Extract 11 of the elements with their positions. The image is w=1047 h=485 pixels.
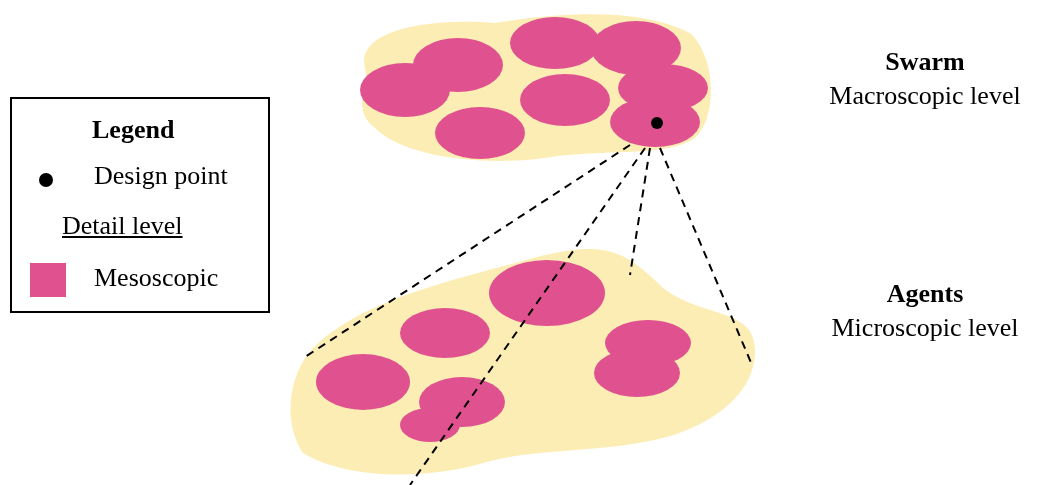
level-heading: Swarm — [884, 46, 966, 78]
level-heading: Agents — [885, 278, 965, 310]
legend-text: Mesoscopic — [94, 263, 219, 293]
level-caption: Microscopic level — [830, 312, 1020, 344]
dashed-line — [629, 147, 651, 276]
legend-title: Legend — [92, 115, 175, 145]
dashed-line — [409, 147, 646, 485]
legend-subheading: Detail level — [62, 211, 183, 241]
level-caption: Macroscopic level — [828, 80, 1022, 112]
dashed-line — [304, 144, 631, 358]
legend-text: Design point — [94, 161, 228, 191]
